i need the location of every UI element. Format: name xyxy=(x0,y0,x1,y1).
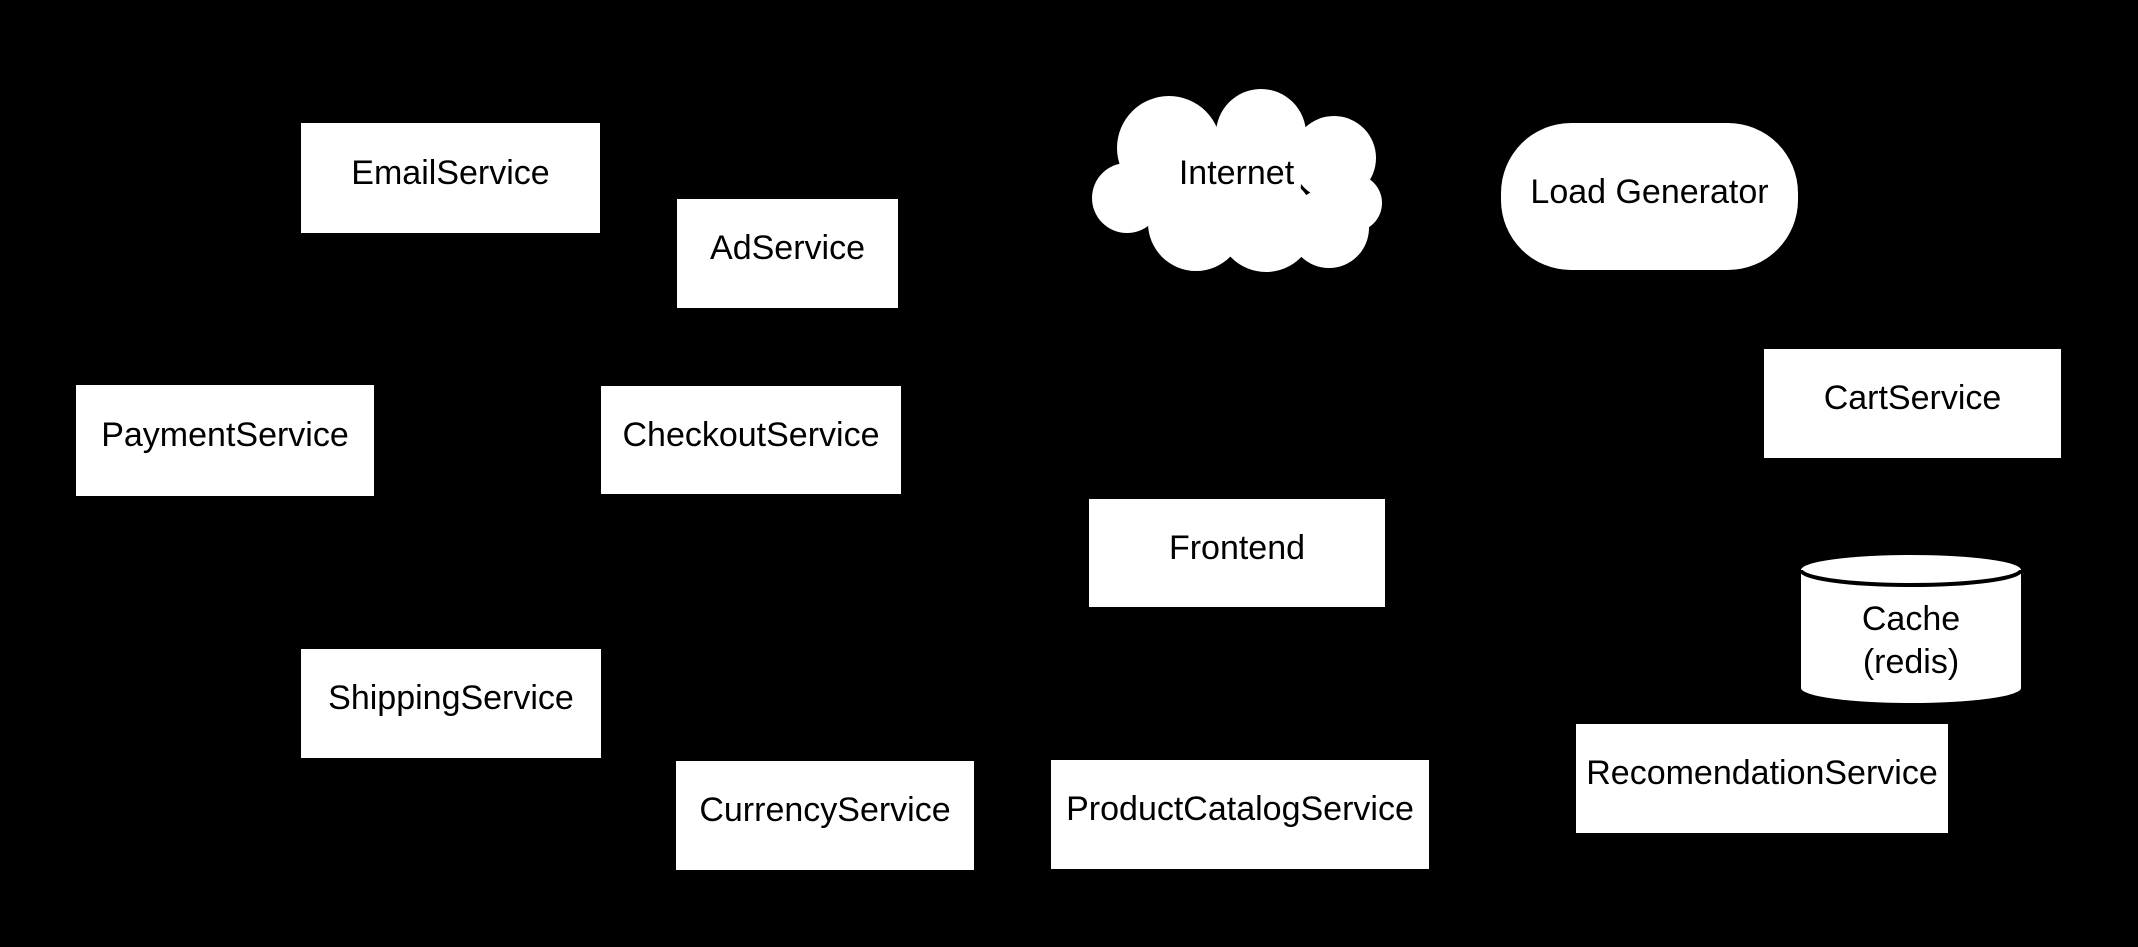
node-ad-service-label: AdService xyxy=(710,229,865,268)
node-payment-service: PaymentService xyxy=(76,385,374,496)
node-product-catalog-service-label: ProductCatalogService xyxy=(1066,790,1414,829)
node-internet: Internet xyxy=(1091,88,1382,272)
node-load-generator: Load Generator xyxy=(1501,123,1798,270)
node-frontend-label: Frontend xyxy=(1168,528,1306,567)
node-cache-redis-label-line2: (redis) xyxy=(1862,642,1960,681)
node-shipping-service: ShippingService xyxy=(301,649,601,758)
node-email-service-label: EmailService xyxy=(351,153,550,192)
node-product-catalog-service: ProductCatalogService xyxy=(1051,760,1429,869)
node-currency-service-label: CurrencyService xyxy=(699,791,951,830)
cloud-icon xyxy=(1092,89,1382,272)
node-internet-label: Internet xyxy=(1178,153,1295,192)
node-cache-redis: Cache (redis) xyxy=(1799,555,2023,703)
node-cart-service: CartService xyxy=(1764,349,2061,458)
node-shipping-service-label: ShippingService xyxy=(328,679,574,718)
node-cart-service-label: CartService xyxy=(1823,379,2002,418)
node-recomendation-service-label: RecomendationService xyxy=(1586,754,1938,793)
node-cache-redis-label-line1: Cache xyxy=(1861,599,1961,638)
node-frontend: Frontend xyxy=(1089,499,1385,607)
node-checkout-service-label: CheckoutService xyxy=(622,415,880,454)
node-checkout-service: CheckoutService xyxy=(601,386,901,494)
database-cylinder-icon xyxy=(1799,555,2023,703)
node-payment-service-label: PaymentService xyxy=(101,416,349,455)
node-recomendation-service: RecomendationService xyxy=(1576,724,1948,833)
node-email-service: EmailService xyxy=(301,123,600,233)
node-load-generator-label: Load Generator xyxy=(1530,173,1769,212)
node-currency-service: CurrencyService xyxy=(676,761,974,870)
node-ad-service: AdService xyxy=(677,199,898,308)
